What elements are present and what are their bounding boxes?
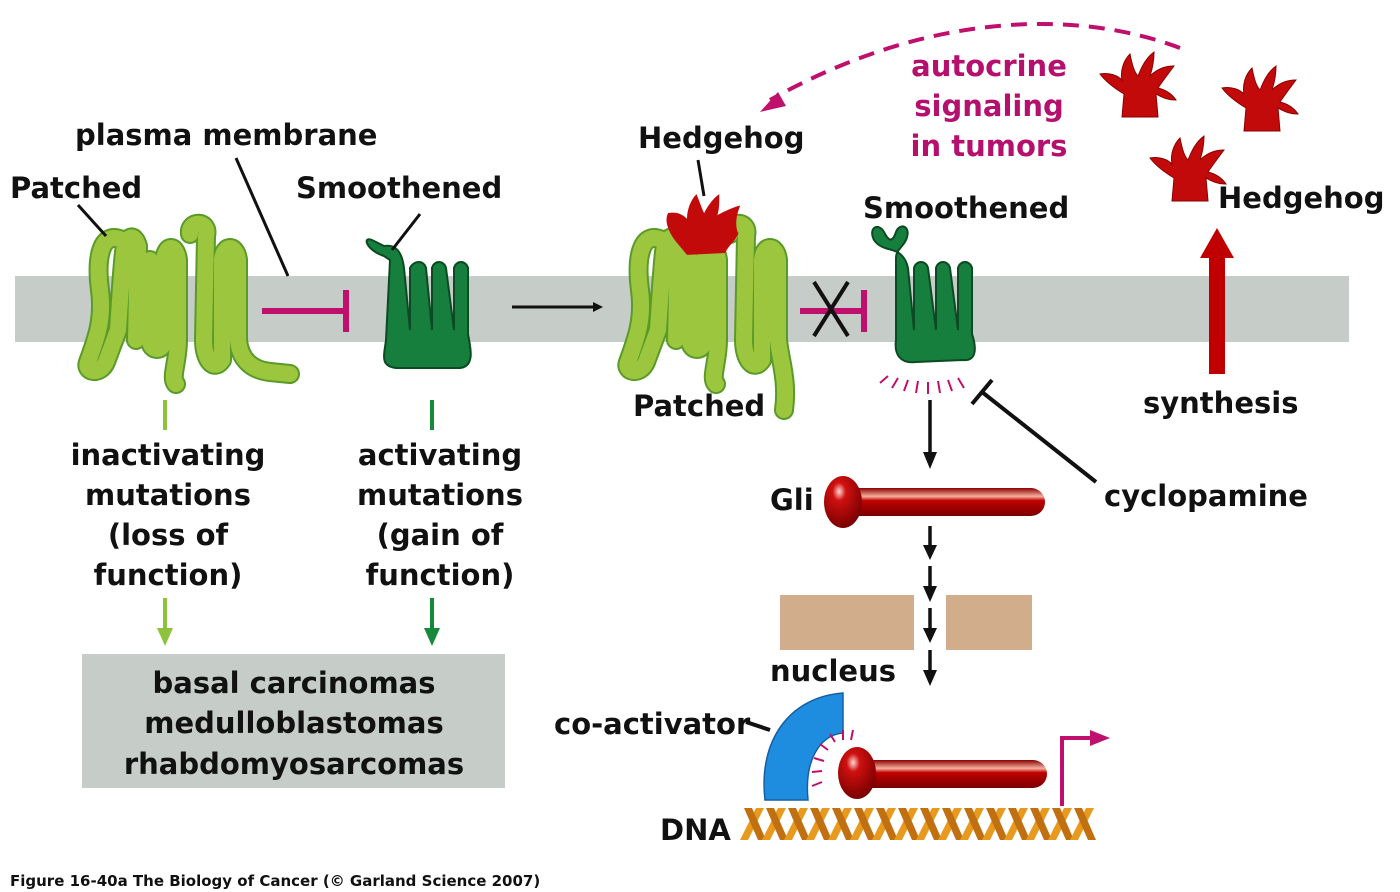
cyclopamine-label: cyclopamine	[1104, 479, 1308, 513]
x-cross-icon	[812, 280, 850, 338]
gli-protein-nuclear	[838, 747, 1047, 799]
patched-leader-line	[76, 203, 108, 238]
gli-protein-cytoplasmic	[824, 476, 1045, 528]
smoothened-activation-rays	[879, 375, 965, 394]
dna-strand-segment	[898, 808, 920, 840]
dna-strand-segment	[766, 808, 788, 840]
activating-line-3: (gain of	[377, 518, 504, 552]
dna-label: DNA	[660, 813, 731, 847]
dna-strand-segment	[876, 808, 898, 840]
co-activator-label: co-activator	[554, 707, 751, 741]
hedgehog-ligand-bound	[666, 194, 741, 255]
gli-label: Gli	[770, 483, 814, 517]
inhibition-symbol-left	[262, 290, 349, 332]
autocrine-line-1: autocrine	[911, 49, 1067, 83]
activating-mutations-text: activating mutations (gain of function)	[357, 438, 523, 592]
dna-strand-segment	[920, 808, 942, 840]
inactivating-line-3: (loss of	[108, 518, 229, 552]
smoothened-receptor-left	[365, 238, 472, 369]
tumor-rhabdomyosarcomas: rhabdomyosarcomas	[124, 747, 464, 781]
smoothened-label-left: Smoothened	[296, 171, 502, 205]
synthesis-label: synthesis	[1143, 386, 1298, 420]
smoothened-receptor-right	[871, 225, 976, 364]
nuclear-envelope-right	[946, 595, 1032, 650]
cyclopamine-inhibition	[970, 378, 1098, 484]
autocrine-line-3: in tumors	[911, 129, 1068, 163]
patched-label-left: Patched	[10, 171, 142, 205]
dna-strand-segment	[986, 808, 1008, 840]
co-activator	[763, 692, 844, 801]
dna-strand-segment	[942, 808, 964, 840]
inactivating-line-2: mutations	[85, 478, 251, 512]
activating-line-2: mutations	[357, 478, 523, 512]
tumor-types-box	[82, 654, 505, 788]
inactivating-line-1: inactivating	[71, 438, 266, 472]
tumor-basal-carcinomas: basal carcinomas	[152, 666, 435, 700]
dark-green-down-arrow	[424, 598, 440, 646]
hedgehog-ligand-secreted-1	[1099, 51, 1177, 118]
synthesis-arrow	[1200, 228, 1234, 374]
smoothened-to-gli-arrow	[923, 400, 937, 469]
autocrine-signaling-arrow	[760, 21, 1181, 112]
dna-strand-segment	[1030, 808, 1052, 840]
activating-line-1: activating	[358, 438, 522, 472]
inactivating-mutations-text: inactivating mutations (loss of function…	[71, 438, 266, 592]
dna-strand-segment	[1074, 808, 1096, 840]
dna-strand-segment	[1008, 808, 1030, 840]
dna-double-helix	[740, 808, 1096, 840]
dna-strand-segment	[788, 808, 810, 840]
nucleus-label: nucleus	[770, 654, 896, 688]
dna-strand-segment	[1052, 808, 1074, 840]
autocrine-line-2: signaling	[914, 89, 1063, 123]
smoothened-leader-line-left	[390, 213, 422, 251]
hedgehog-leader-line	[696, 159, 706, 197]
inactivating-line-4: function)	[94, 558, 243, 592]
dna-strand-segment	[810, 808, 832, 840]
hedgehog-ligand-secreted-3	[1149, 135, 1227, 202]
patched-label-right: Patched	[633, 389, 765, 423]
dna-strand-segment	[964, 808, 986, 840]
dna-strand-segment	[832, 808, 854, 840]
gli-nuclear-translocation-arrows	[923, 526, 937, 686]
nuclear-envelope-left	[780, 595, 914, 650]
plasma-membrane-leader-line	[234, 157, 290, 277]
gli-activation-rays	[811, 729, 854, 787]
patched-receptor-left	[77, 213, 300, 394]
transcription-start-arrow	[1060, 730, 1110, 806]
hedgehog-label-secreted: Hedgehog	[1218, 181, 1384, 215]
dna-strand-segment	[854, 808, 876, 840]
hedgehog-ligand-secreted-2	[1221, 65, 1299, 132]
tumor-medulloblastomas: medulloblastomas	[144, 706, 443, 740]
dna-strand-segment	[744, 808, 766, 840]
light-green-down-arrow	[157, 598, 173, 646]
co-activator-leader-line	[745, 720, 771, 732]
patched-receptor-right	[617, 213, 796, 420]
plasma-membrane-label: plasma membrane	[75, 118, 377, 152]
hedgehog-label-bound: Hedgehog	[638, 121, 804, 155]
figure-caption: Figure 16-40a The Biology of Cancer (© G…	[10, 872, 540, 890]
activating-line-4: function)	[366, 558, 515, 592]
smoothened-label-right: Smoothened	[863, 191, 1069, 225]
